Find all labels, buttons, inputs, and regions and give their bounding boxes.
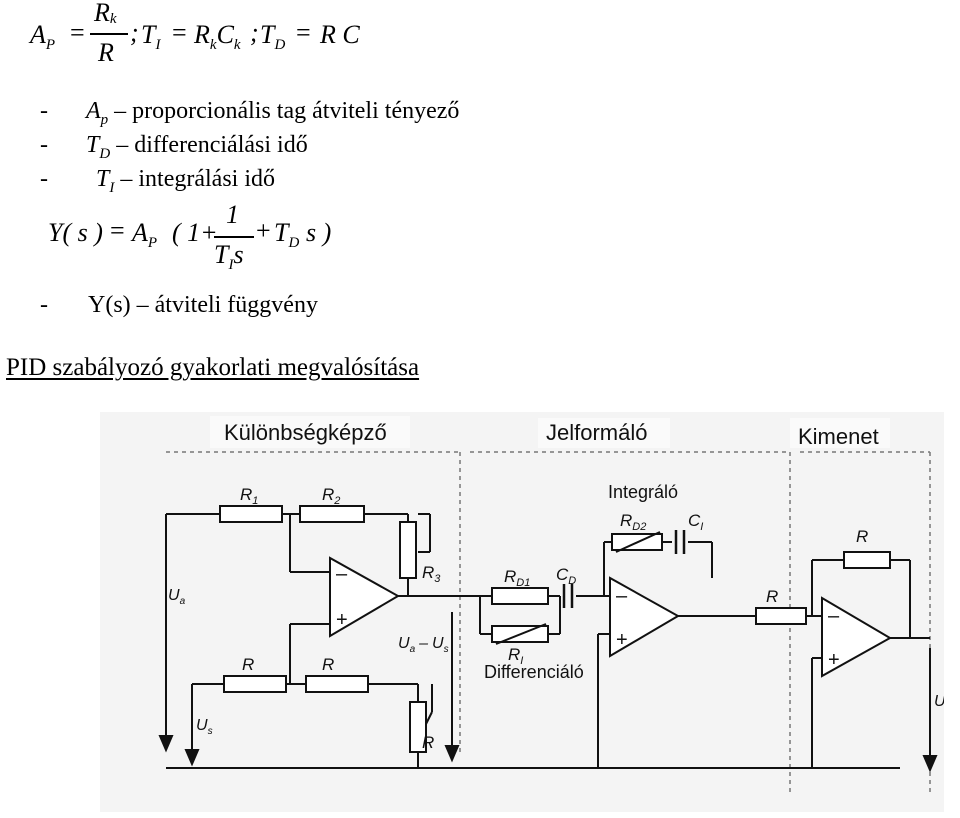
svg-text:Us: Us (196, 717, 213, 737)
td-term: TD (274, 218, 300, 251)
equals-sign-3: = (296, 18, 311, 47)
svg-text:Ua–Us: Ua–Us (398, 635, 449, 655)
section-heading: PID szabályozó gyakorlati megvalósítása (6, 354, 420, 381)
integrator-label: Integráló (608, 482, 678, 502)
resistors (219, 505, 891, 753)
circuit-svg: Különbségképző Jelformáló Kimenet (100, 412, 952, 812)
resistor-r-out-in (755, 607, 807, 625)
op-amp-signs: – + – + – + (336, 563, 840, 671)
svg-text:RD2: RD2 (620, 511, 646, 533)
rk-ck-product: RkCk (194, 20, 241, 53)
rc-product: R C (320, 20, 360, 49)
signal-arrows (158, 612, 938, 773)
svg-text:+: + (828, 649, 840, 671)
resistor-r-mid (305, 675, 369, 693)
separator: ; (130, 18, 139, 47)
fraction-denominator: R (98, 38, 114, 67)
svg-text:R3: R3 (422, 563, 441, 585)
ap-symbol: AP (30, 20, 56, 53)
svg-text:R2: R2 (322, 485, 340, 507)
definition-item: - TD – differenciálási idő (40, 132, 308, 162)
resistor-r3 (399, 521, 417, 579)
svg-text:Ua: Ua (168, 587, 186, 607)
resistor-r-out-fb (843, 551, 891, 569)
svg-text:R: R (242, 655, 254, 674)
svg-text:+: + (616, 629, 628, 651)
close-paren: s ) (306, 218, 332, 247)
svg-text:R: R (422, 733, 434, 752)
ap-symbol: AP (132, 218, 158, 251)
op-amp-output (821, 596, 893, 678)
differentiator-label: Differenciáló (484, 662, 584, 682)
header-bg-2 (538, 418, 670, 448)
svg-text:–: – (616, 585, 628, 607)
svg-text:R: R (856, 527, 868, 546)
svg-text:R: R (322, 655, 334, 674)
capacitors (562, 530, 686, 608)
resistor-r1 (219, 505, 283, 523)
fraction-bar (90, 33, 128, 35)
header-bg-1 (210, 416, 410, 448)
svg-text:–: – (828, 605, 840, 627)
equals-sign: = (110, 216, 125, 245)
resistor-r-pot (409, 701, 427, 753)
block-label-output: Kimenet (798, 424, 879, 449)
wires (165, 513, 930, 769)
svg-text:+: + (336, 609, 348, 631)
block-label-difference: Különbségképző (224, 420, 387, 445)
definition-item: - Ap – proporcionális tag átviteli ténye… (40, 98, 460, 128)
plus-sign: + (256, 216, 271, 245)
transfer-function-definition: - Y(s) – átviteli függvény (40, 292, 318, 318)
svg-text:RD1: RD1 (504, 567, 530, 589)
resistor-rd1 (491, 587, 549, 605)
resistor-r-left (223, 675, 287, 693)
block-label-signal-shaper: Jelformáló (546, 420, 647, 445)
fraction-bar (214, 236, 254, 238)
header-bg-3 (790, 418, 890, 448)
fraction-denominator: TIs (214, 240, 244, 273)
svg-text:–: – (336, 563, 348, 585)
svg-text:R: R (766, 587, 778, 606)
op-amps (329, 556, 893, 678)
op-amp-difference (329, 556, 401, 638)
td-symbol: TD (260, 20, 286, 53)
op-amp-shaper (609, 576, 681, 658)
section-labels: Integráló Differenciáló (484, 482, 678, 682)
potentiometer-arrows (418, 531, 661, 725)
equals-sign-2: = (172, 18, 187, 47)
equals-sign: = (70, 18, 85, 47)
fraction-numerator: 1 (226, 200, 239, 229)
resistor-r2 (299, 505, 365, 523)
svg-text:CD: CD (556, 565, 576, 587)
svg-text:RI: RI (508, 645, 523, 667)
svg-text:R1: R1 (240, 485, 258, 507)
component-labels: R1 R2 R3 R R R RD1 CD RI RD2 CI R R (240, 485, 868, 752)
fraction-numerator: Rk (94, 0, 117, 27)
pid-circuit-diagram: Különbségképző Jelformáló Kimenet (100, 412, 952, 812)
definition-item: - TI – integrálási idő (40, 166, 275, 196)
open-paren-one-plus: ( 1+ (172, 218, 218, 247)
ti-symbol: TI (141, 20, 161, 53)
separator-2: ; (250, 18, 259, 47)
diagram-background (100, 412, 944, 812)
lhs-ys: Y( s ) (48, 218, 103, 247)
svg-text:CI: CI (688, 511, 703, 533)
